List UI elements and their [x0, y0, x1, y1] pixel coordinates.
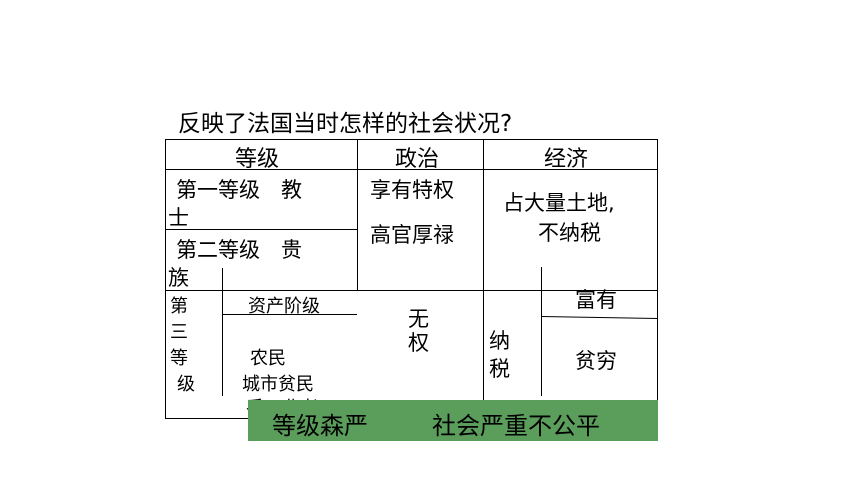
conclusion-injustice: 社会严重不公平	[432, 412, 600, 440]
rich-text: 富有	[575, 288, 617, 312]
high-office-text: 高官厚禄	[370, 223, 454, 247]
no-rights-char-1: 无	[408, 307, 429, 331]
no-rights-char-2: 权	[408, 331, 429, 355]
privilege-text: 享有特权	[370, 178, 454, 202]
third-estate-char-2: 三	[170, 322, 188, 343]
land-text: 占大量土地,	[503, 191, 615, 215]
question-title: 反映了法国当时怎样的社会状况?	[178, 111, 513, 137]
urban-poor-text: 城市贫民	[242, 374, 314, 395]
header-level: 等级	[235, 147, 280, 172]
poor-text: 贫穷	[575, 349, 617, 373]
peasants-text: 农民	[250, 348, 286, 369]
second-estate-line2: 族	[168, 266, 189, 290]
no-tax-text: 不纳税	[538, 221, 601, 245]
second-estate-line1: 第二等级 贵	[176, 238, 302, 262]
bourgeoisie-text: 资产阶级	[248, 296, 320, 317]
conclusion-banner: 等级森严 社会严重不公平	[248, 400, 658, 441]
conclusion-strict-hierarchy: 等级森严	[272, 412, 368, 440]
pay-tax-char-2: 税	[489, 357, 510, 381]
header-politics: 政治	[395, 147, 440, 172]
header-economy: 经济	[544, 147, 589, 172]
pay-tax-char-1: 纳	[489, 329, 510, 353]
first-estate-line1: 第一等级 教	[176, 178, 302, 202]
third-estate-char-4: 级	[177, 374, 195, 395]
third-estate-char-3: 等	[170, 348, 188, 369]
first-estate-line2: 士	[168, 206, 189, 230]
third-estate-char-1: 第	[170, 296, 188, 317]
